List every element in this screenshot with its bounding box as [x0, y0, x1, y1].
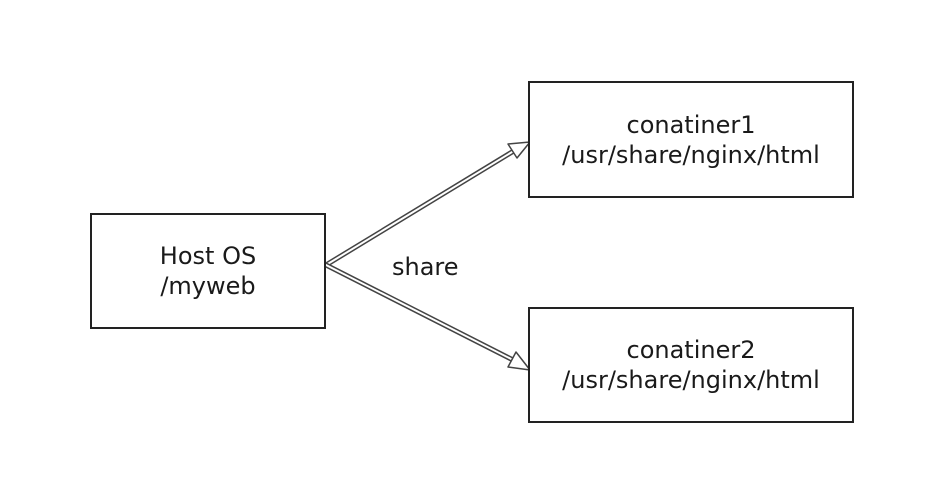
arrowhead-container1: [507, 141, 531, 159]
container1-path: /usr/share/nginx/html: [562, 140, 820, 169]
container1-title: conatiner1: [626, 110, 756, 139]
container2-path: /usr/share/nginx/html: [562, 366, 820, 394]
host-os-title: Host OS: [159, 242, 257, 270]
share-arrow-to-container1: [323, 141, 531, 268]
container2-title: conatiner2: [626, 336, 756, 364]
container1-box: conatiner1 /usr/share/nginx/html: [528, 81, 854, 198]
arrowhead-container2: [507, 351, 531, 371]
host-os-path: /myweb: [160, 272, 256, 300]
host-os-box: Host OS /myweb: [90, 213, 326, 329]
share-arrow-to-container2: [323, 262, 531, 371]
container2-box: conatiner2 /usr/share/nginx/html: [528, 307, 854, 423]
share-label: share: [392, 253, 459, 281]
